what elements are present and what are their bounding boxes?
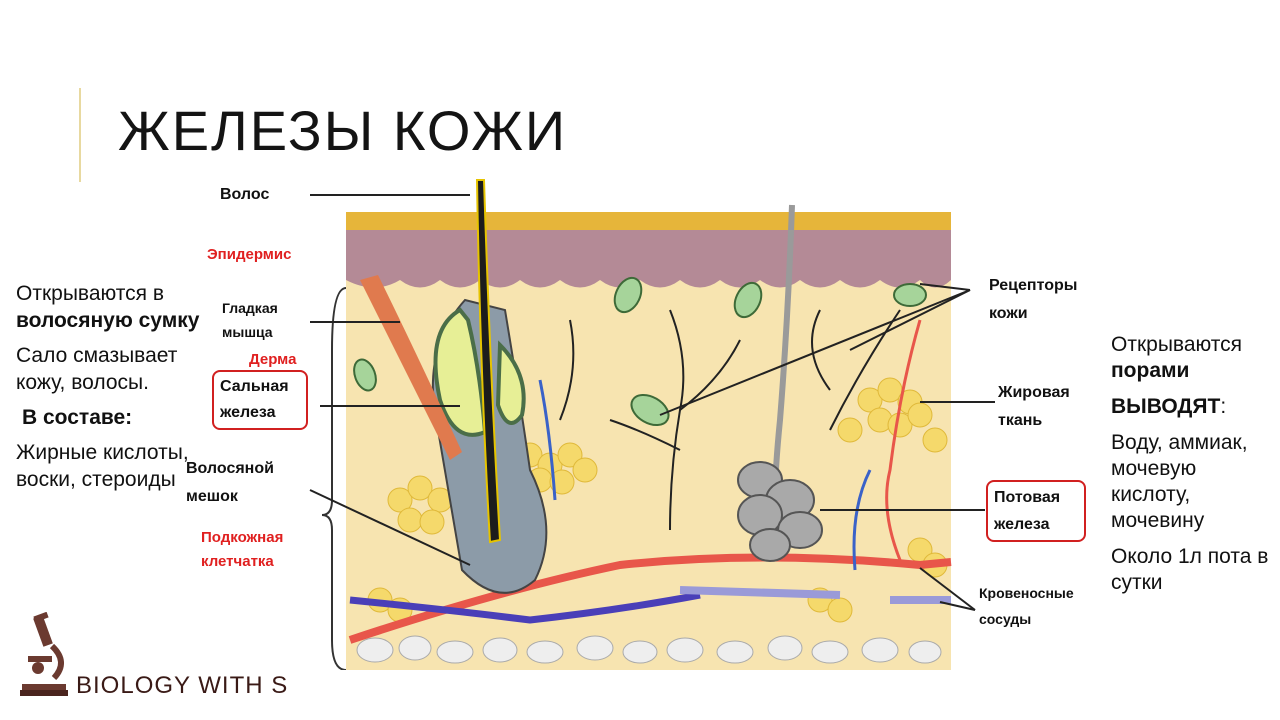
sweat-volume: Около 1л пота в сутки	[1111, 545, 1269, 594]
label-hair-follicle: Волосяной мешок	[186, 460, 274, 505]
page-title: ЖЕЛЕЗЫ КОЖИ	[118, 99, 568, 162]
sebaceous-gland-shape	[433, 307, 488, 437]
sweat-gland-coil	[737, 461, 823, 562]
subcutaneous-layer	[356, 635, 942, 664]
vein	[349, 591, 701, 624]
leader-lines	[309, 194, 995, 611]
capillary-blue	[852, 469, 872, 571]
label-blood-vessels: Кровеносные сосуды	[979, 585, 1074, 627]
sebaceous-function: Сало смазывает кожу, волосы.	[16, 344, 178, 394]
label-hair: Волос	[220, 186, 270, 203]
nerve-fibers	[559, 309, 901, 531]
dermis-brace	[321, 287, 347, 670]
label-subcutaneous: Подкожная клетчатка	[201, 529, 284, 570]
title-accent-bar	[79, 88, 81, 182]
vein-right	[679, 586, 841, 599]
stratum-corneum	[346, 212, 951, 230]
fat-cells	[367, 377, 948, 623]
hair-shaft	[475, 179, 502, 544]
excrete-list: Воду, аммиак, мочевую кислоту, мочевину	[1111, 431, 1248, 532]
label-epidermis: Эпидермис	[207, 246, 292, 263]
label-receptors: Рецепторы кожи	[989, 277, 1078, 322]
epidermis-layer	[346, 225, 951, 288]
excrete-heading: ВЫВОДЯТ:	[1111, 395, 1227, 418]
brand-text: BIOLOGY WITH S	[76, 672, 289, 699]
composition-list: Жирные кислоты, воски, стероиды	[16, 441, 189, 491]
capillary-red	[885, 319, 922, 561]
label-dermis: Дерма	[249, 351, 297, 368]
composition-heading: В составе:	[22, 406, 133, 429]
sebaceous-gland-right	[495, 340, 526, 425]
skin-diagram	[309, 179, 995, 670]
skin-receptors	[353, 276, 927, 427]
capillary-blue-2	[538, 379, 557, 501]
label-sweat-gland: Потовая железа	[986, 480, 1086, 542]
label-fat-tissue: Жировая ткань	[998, 384, 1070, 429]
microscope-icon	[20, 612, 68, 696]
label-smooth-muscle: Гладкая мышца	[222, 300, 278, 340]
label-sebaceous-gland: Сальная железа	[212, 370, 308, 430]
